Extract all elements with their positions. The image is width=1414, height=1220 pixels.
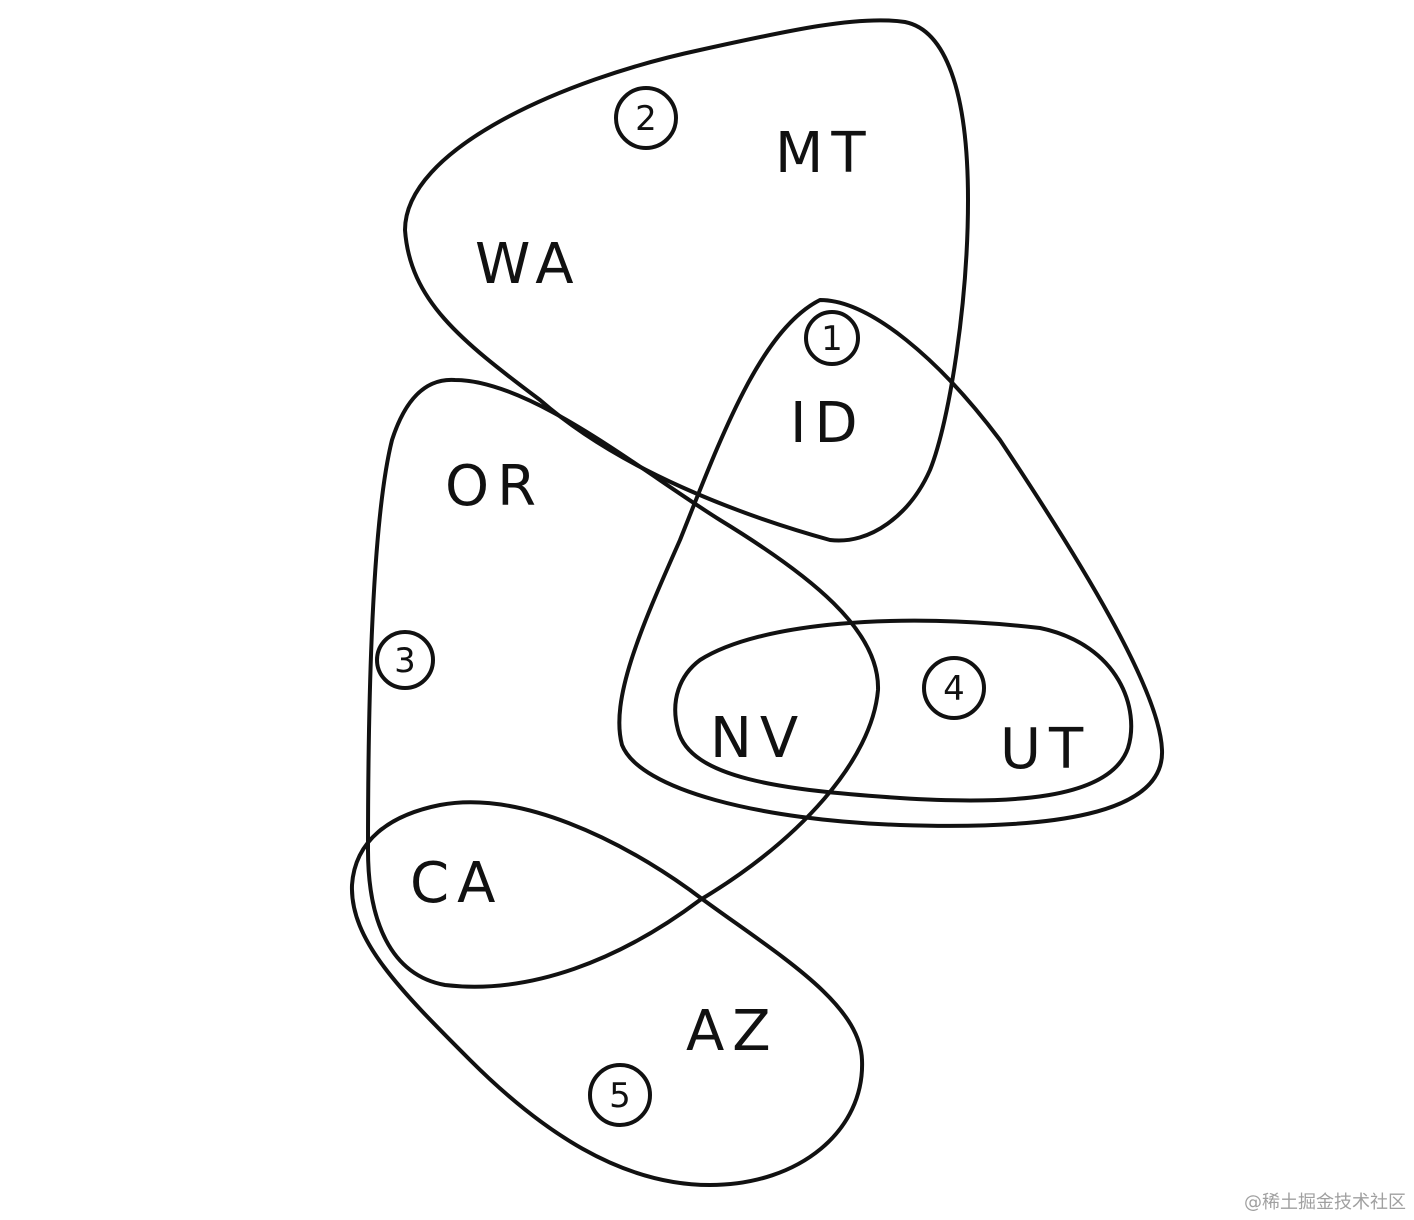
marker-5-number: 5 [609, 1076, 631, 1116]
state-label-or: OR [445, 454, 544, 519]
marker-4: 4 [922, 656, 986, 720]
marker-2: 2 [614, 86, 678, 150]
marker-2-number: 2 [635, 99, 657, 139]
marker-5: 5 [588, 1063, 652, 1127]
state-label-nv: NV [710, 706, 806, 771]
state-label-ut: UT [1000, 717, 1091, 782]
state-label-az: AZ [686, 999, 779, 1064]
region-station-4 [673, 618, 1134, 803]
state-label-mt: MT [775, 121, 874, 186]
marker-1-number: 1 [821, 319, 843, 359]
region-station-5 [349, 800, 865, 1187]
watermark-text: @稀土掘金技术社区 [1244, 1192, 1406, 1213]
state-label-ca: CA [410, 851, 503, 916]
marker-4-number: 4 [943, 669, 965, 709]
state-label-wa: WA [475, 232, 582, 297]
region-station-1 [617, 298, 1165, 828]
region-station-3 [366, 377, 881, 989]
marker-3-number: 3 [394, 641, 416, 681]
marker-3: 3 [375, 630, 435, 690]
state-label-id: ID [790, 391, 866, 456]
marker-1: 1 [804, 310, 860, 366]
